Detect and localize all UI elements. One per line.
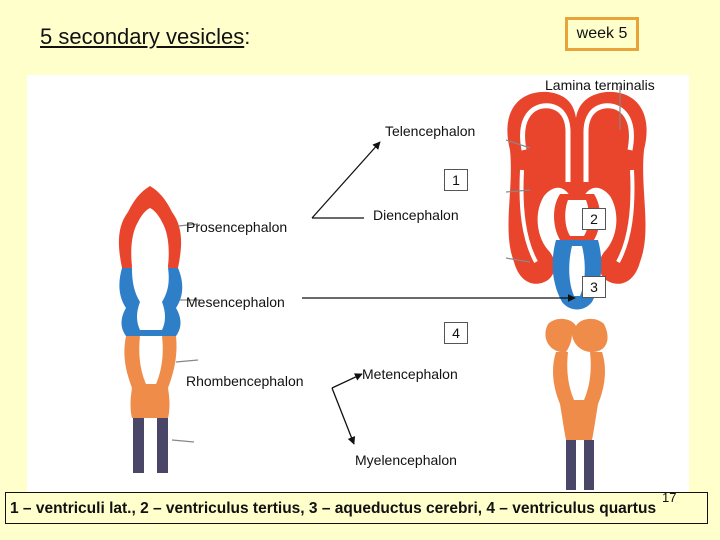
slide-title-colon: :: [244, 24, 251, 49]
right-spinal-shape: [566, 440, 594, 490]
number-3: 3: [590, 279, 598, 295]
slide-title-text: 5 secondary vesicles: [40, 24, 245, 49]
week-label: week 5: [576, 25, 628, 42]
slide-number: 17: [662, 490, 677, 505]
number-box-1: 1: [444, 169, 468, 191]
caption-text: 1 – ventriculi lat., 2 – ventriculus ter…: [10, 500, 657, 517]
slide-title: 5 secondary vesicles:: [40, 24, 250, 50]
left-spinal-segment-a: [133, 418, 144, 473]
label-prosencephalon: Prosencephalon: [186, 219, 288, 235]
number-1: 1: [452, 172, 460, 188]
left-mesencephalon-shape: [119, 268, 183, 336]
caption-box: 1 – ventriculi lat., 2 – ventriculus ter…: [5, 492, 708, 524]
number-box-2: 2: [582, 208, 606, 230]
left-rhombencephalon-shape: [124, 336, 177, 418]
label-telencephalon: Telencephalon: [385, 123, 476, 139]
number-box-4: 4: [444, 322, 468, 344]
right-metencephalon-shape: [545, 318, 608, 353]
week-label-box: week 5: [565, 17, 639, 51]
number-box-3: 3: [582, 276, 606, 298]
label-diencephalon: Diencephalon: [373, 207, 459, 223]
left-neural-tube: [118, 186, 200, 473]
label-lamina-terminalis: Lamina terminalis: [545, 77, 655, 93]
right-myelencephalon-shape: [553, 352, 605, 440]
number-4: 4: [452, 325, 460, 341]
connector-lines: [302, 141, 576, 445]
right-telencephalon-shape: [507, 91, 647, 284]
arrow-to-metencephalon: [331, 373, 363, 389]
left-spinal-segment-b: [157, 418, 168, 473]
label-myelencephalon: Myelencephalon: [355, 452, 457, 468]
arrow-to-telencephalon: [311, 141, 381, 219]
left-prosencephalon-shape: [118, 186, 182, 271]
arrow-to-myelencephalon: [331, 387, 356, 445]
label-rhombencephalon: Rhombencephalon: [186, 373, 304, 389]
label-mesencephalon: Mesencephalon: [186, 294, 285, 310]
number-2: 2: [590, 211, 598, 227]
label-metencephalon: Metencephalon: [362, 366, 458, 382]
right-neural-tube: [505, 86, 647, 490]
